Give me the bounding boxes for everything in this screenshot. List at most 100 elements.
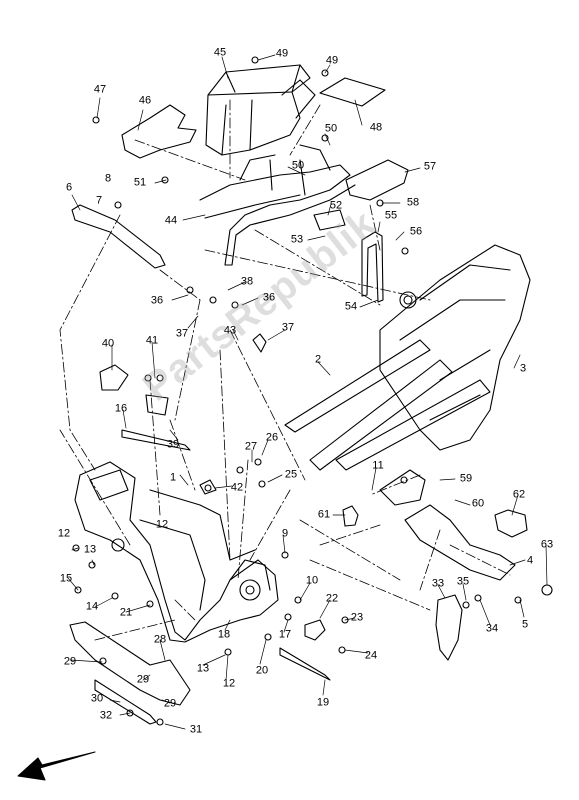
part-label: 50 <box>291 159 305 172</box>
part-label: 20 <box>255 664 269 677</box>
part-label: 13 <box>83 543 97 556</box>
part-label: 50 <box>324 122 338 135</box>
battery-box <box>205 64 316 156</box>
strap-6 <box>71 204 166 269</box>
part-label: 56 <box>409 225 423 238</box>
reference-lines <box>59 99 511 641</box>
part-label: 9 <box>281 527 289 540</box>
bracket-41 <box>145 394 169 416</box>
part-label: 42 <box>230 481 244 494</box>
plate-57 <box>345 159 409 201</box>
part-label: 38 <box>240 275 254 288</box>
part-label: 12 <box>155 518 169 531</box>
side-bracket-right <box>404 504 516 581</box>
part-label: 63 <box>540 538 554 551</box>
part-label: 57 <box>423 160 437 173</box>
part-label: 28 <box>153 633 167 646</box>
part-label: 6 <box>65 181 73 194</box>
part-label: 11 <box>372 459 384 472</box>
stay-30 <box>94 679 157 725</box>
part-label: 3 <box>519 362 527 375</box>
part-label: 23 <box>350 611 364 624</box>
part-label: 36 <box>262 291 276 304</box>
main-frame <box>74 461 279 643</box>
part-label: 12 <box>57 527 71 540</box>
bolts <box>72 56 553 726</box>
part-label: 30 <box>90 692 104 705</box>
part-label: 40 <box>101 337 115 350</box>
part-label: 16 <box>114 402 128 415</box>
part-label: 53 <box>290 233 304 246</box>
footrest-bracket <box>435 594 463 661</box>
part-label: 46 <box>138 94 152 107</box>
part-label: 13 <box>196 662 210 675</box>
part-label: 15 <box>59 572 73 585</box>
part-label: 14 <box>85 600 99 613</box>
part-label: 29 <box>163 697 177 710</box>
damper-61 <box>342 505 359 527</box>
part-label: 45 <box>213 46 227 59</box>
part-label: 35 <box>456 575 470 588</box>
part-label: 32 <box>99 709 113 722</box>
part-label: 33 <box>431 577 445 590</box>
part-label: 59 <box>459 472 473 485</box>
rear-frame <box>284 244 531 471</box>
part-label: 1 <box>169 471 177 484</box>
part-label: 36 <box>150 294 164 307</box>
part-label: 2 <box>314 353 322 366</box>
part-label: 55 <box>384 209 398 222</box>
part-label: 54 <box>344 300 358 313</box>
part-label: 27 <box>244 440 258 453</box>
part-label: 12 <box>222 677 236 690</box>
part-label: 22 <box>325 592 339 605</box>
bracket-52 <box>313 209 346 231</box>
cover-plate <box>319 77 386 107</box>
rod-16 <box>121 429 191 451</box>
upper-bracket-44 <box>199 144 356 266</box>
part-label: 19 <box>316 696 330 709</box>
part-label: 41 <box>145 334 159 347</box>
part-label: 49 <box>275 47 289 60</box>
part-label: 49 <box>325 54 339 67</box>
bracket-46 <box>121 104 197 159</box>
damper-62 <box>494 509 528 538</box>
part-label: 29 <box>63 655 77 668</box>
stand-bracket <box>69 621 191 706</box>
part-label: 5 <box>521 618 529 631</box>
part-label: 34 <box>485 622 499 635</box>
direction-arrow <box>17 751 96 781</box>
part-label: 7 <box>95 194 103 207</box>
part-label: 62 <box>512 488 526 501</box>
part-label: 58 <box>406 196 420 209</box>
part-label: 29 <box>136 673 150 686</box>
bracket-22 <box>304 619 326 641</box>
part-label: 4 <box>526 554 534 567</box>
part-label: 37 <box>175 327 189 340</box>
part-label: 17 <box>278 628 292 641</box>
part-label: 10 <box>305 574 319 587</box>
part-label: 52 <box>329 199 343 212</box>
part-label: 21 <box>119 606 133 619</box>
part-label: 8 <box>104 172 112 185</box>
part-label: 24 <box>364 649 378 662</box>
part-label: 61 <box>317 508 331 521</box>
part-label: 60 <box>471 497 485 510</box>
rod-19 <box>279 647 331 681</box>
bracket-40 <box>99 364 129 391</box>
bracket-42 <box>199 479 217 495</box>
part-label: 43 <box>223 324 237 337</box>
part-label: 31 <box>189 723 203 736</box>
part-label: 25 <box>284 468 298 481</box>
part-label: 51 <box>133 176 147 189</box>
leader-lines <box>67 54 548 730</box>
part-label: 44 <box>164 214 178 227</box>
part-label: 26 <box>265 431 279 444</box>
side-bracket-upper <box>379 469 426 506</box>
part-label: 48 <box>369 121 383 134</box>
part-label: 37 <box>281 321 295 334</box>
part-label: 39 <box>166 438 180 451</box>
part-label: 47 <box>93 83 107 96</box>
part-label: 18 <box>217 628 231 641</box>
bracket-37 <box>252 333 267 353</box>
